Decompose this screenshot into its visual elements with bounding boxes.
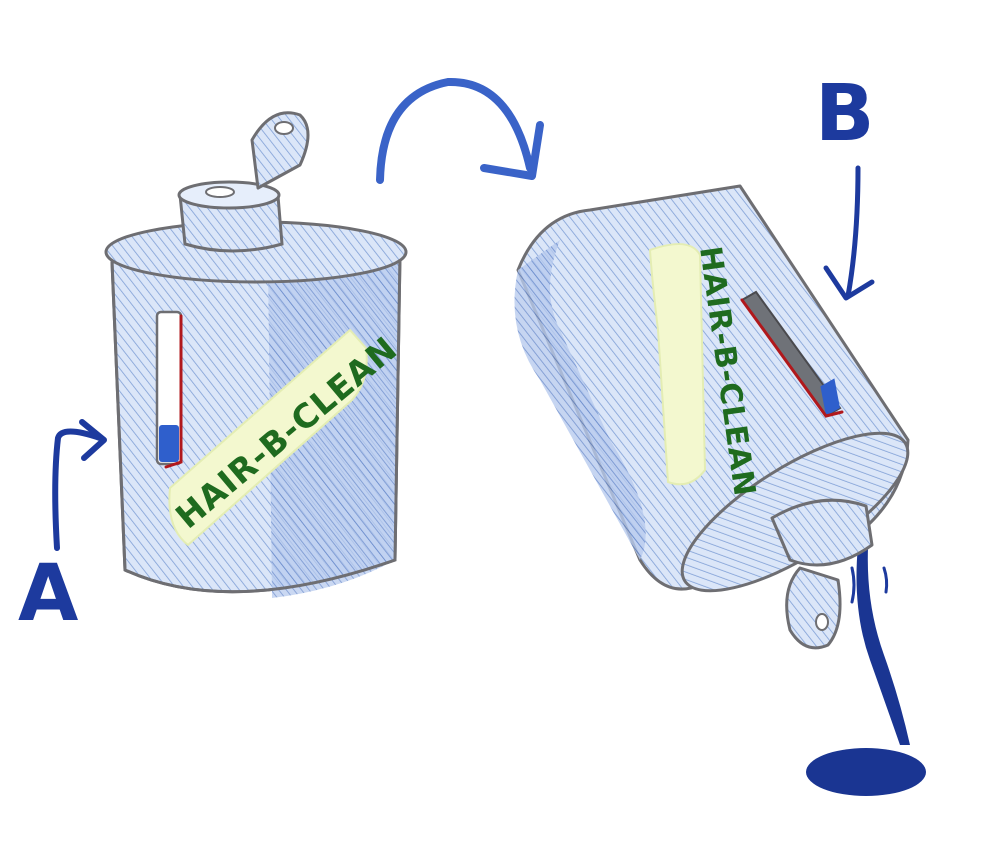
bottle-a-liquid-level — [159, 425, 179, 462]
poured-liquid — [806, 545, 926, 796]
label-a: A — [18, 549, 78, 639]
label-b-arrow — [845, 165, 861, 299]
bottle-a-shade — [268, 255, 400, 598]
bottle-b-cap — [785, 566, 842, 650]
bottle-a-cap — [250, 111, 310, 190]
bottle-a: HAIR-B-CLEAN — [104, 111, 408, 598]
bottle-b-level-gauge — [740, 290, 844, 418]
bottle-a-level-gauge — [155, 310, 183, 469]
tilt-arrow — [376, 77, 544, 184]
bottle-b-shade — [514, 240, 646, 560]
label-b-group: B — [815, 69, 875, 301]
bottle-a-neck — [178, 193, 284, 253]
bottle-b: HAIR-B-CLEAN — [514, 184, 926, 796]
tilt-arrow-curve — [376, 77, 534, 184]
label-a-arrow — [52, 428, 103, 551]
label-b: B — [815, 69, 874, 159]
bottle-b-neck — [770, 498, 874, 567]
tilt-arrow-head — [480, 121, 544, 180]
bottle-b-liquid-level — [820, 378, 840, 416]
label-a-group: A — [18, 419, 107, 639]
